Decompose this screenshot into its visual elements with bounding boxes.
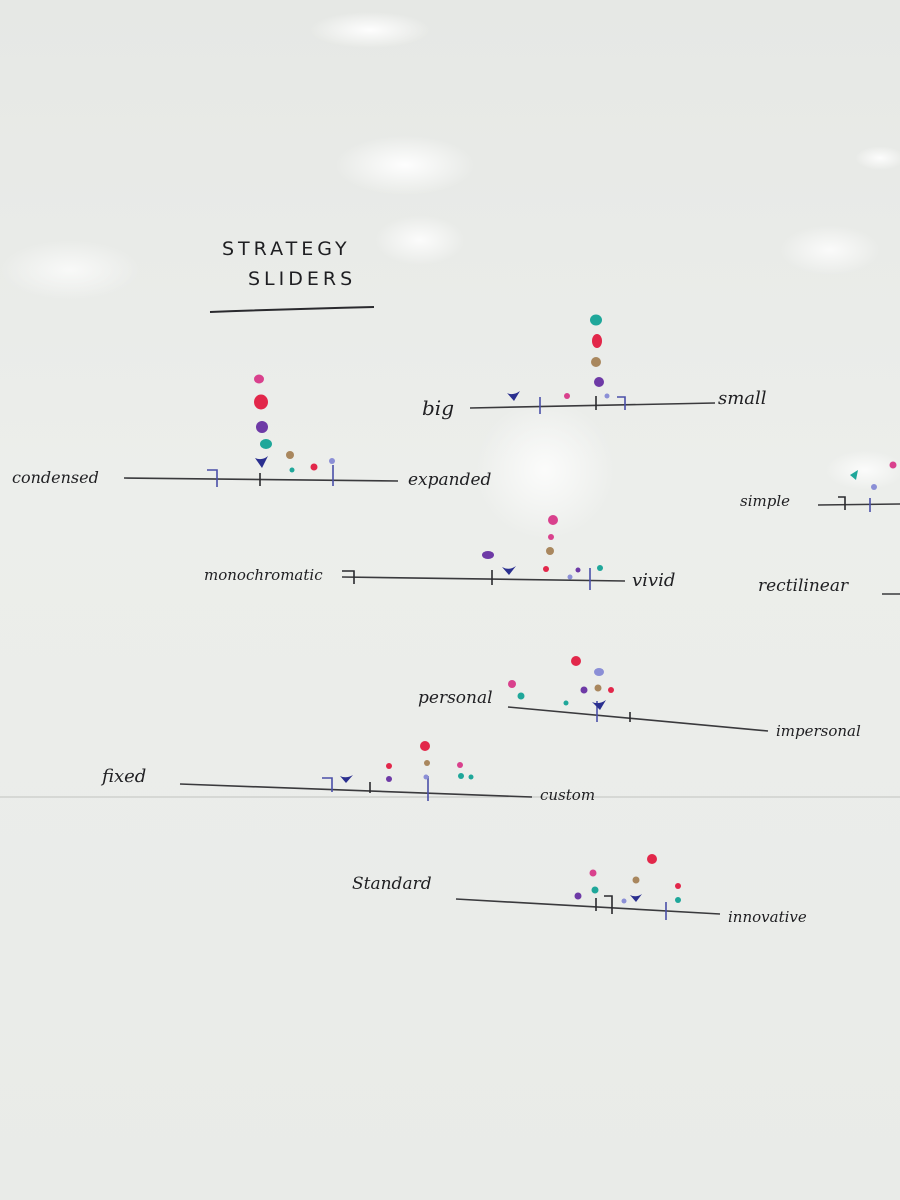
label-fixed: fixed: [102, 766, 147, 787]
slider-line-standard: [455, 898, 721, 915]
slider-line-simple: [817, 503, 900, 506]
label-impersonal: impersonal: [776, 722, 861, 740]
label-big: big: [422, 396, 455, 420]
dots-monochromatic-vivid: [482, 515, 603, 580]
slider-tick-marks: [207, 396, 871, 920]
dots-simple: [850, 461, 897, 490]
slider-line-personal: [507, 706, 769, 732]
label-vivid: vivid: [632, 570, 676, 591]
label-custom: custom: [540, 786, 596, 804]
board-seam: [0, 796, 900, 798]
title-underline: [209, 306, 375, 313]
title-line-1: STRATEGY: [222, 238, 351, 260]
dots-standard-innovative: [574, 854, 681, 904]
label-innovative: innovative: [728, 908, 807, 926]
label-simple: simple: [740, 492, 790, 510]
label-personal: personal: [418, 688, 493, 708]
dots-personal-impersonal: [508, 656, 614, 710]
label-expanded: expanded: [408, 470, 492, 490]
slider-line-monochromatic: [341, 576, 626, 582]
label-rectilinear: rectilinear: [758, 576, 849, 596]
title-line-2: SLIDERS: [248, 268, 357, 290]
slider-line-big: [469, 402, 716, 409]
slider-line-condensed: [123, 477, 399, 482]
slider-line-fixed: [179, 783, 533, 798]
label-standard: Standard: [352, 874, 432, 894]
dots-condensed-expanded: [254, 374, 335, 473]
dots-big-small: [507, 314, 610, 401]
label-condensed: condensed: [12, 468, 99, 487]
label-small: small: [718, 388, 767, 409]
dots-fixed-custom: [340, 741, 474, 783]
label-monochromatic: monochromatic: [204, 566, 323, 584]
